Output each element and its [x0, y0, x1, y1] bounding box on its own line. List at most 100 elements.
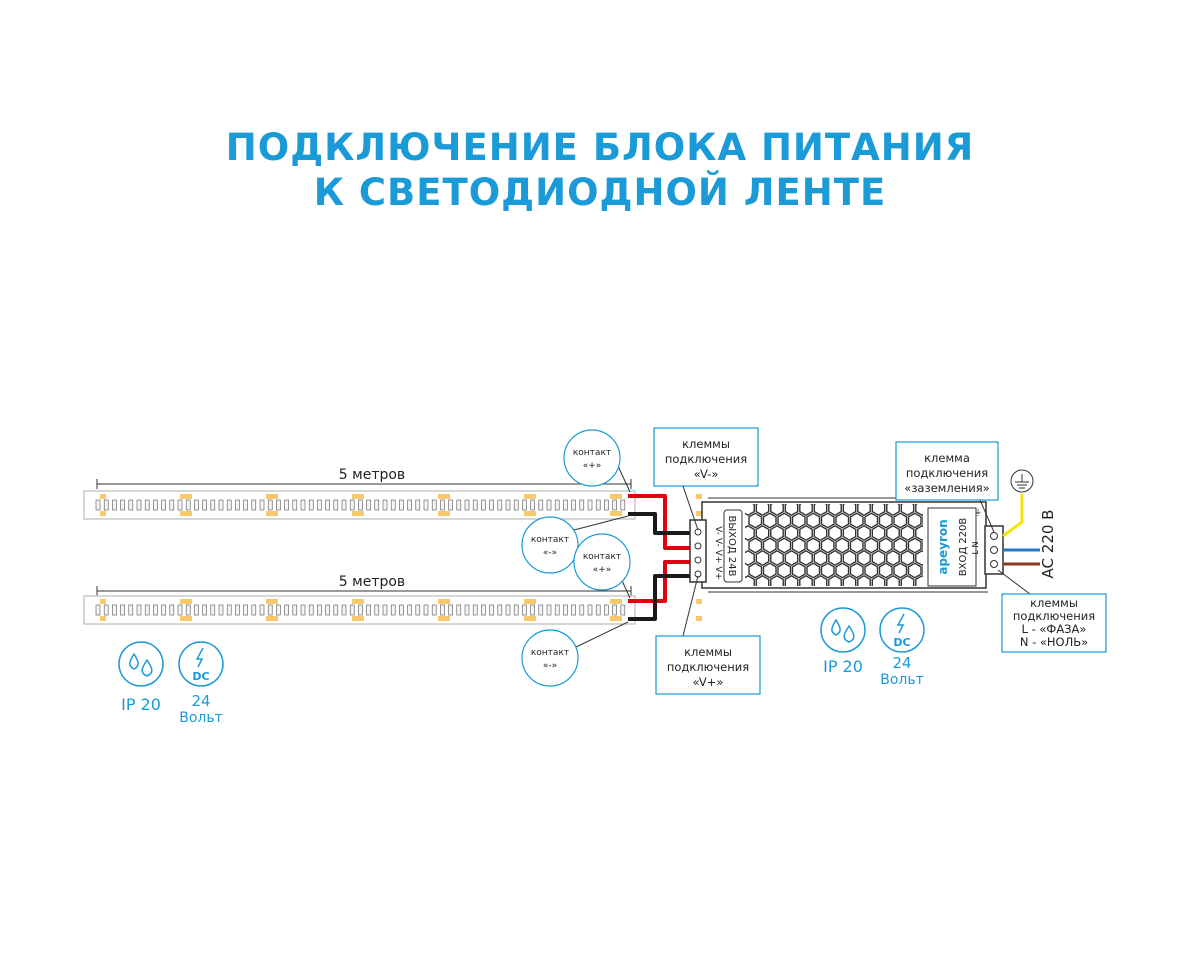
vent-cell	[813, 524, 828, 542]
vent-cell	[893, 562, 908, 579]
led-chip	[563, 604, 568, 616]
vent-cell	[842, 574, 857, 586]
vent-cell	[842, 549, 857, 567]
vent-cell	[886, 574, 900, 586]
solder-pad	[616, 494, 622, 499]
led-chip	[464, 604, 470, 616]
voltage-unit: Вольт	[179, 710, 223, 726]
solder-pad	[696, 511, 702, 516]
wire-yellow-ground	[1002, 494, 1024, 538]
solder-pad	[524, 616, 530, 621]
callout-terminals-vplus: клеммы подключения «V+»	[655, 575, 761, 695]
led-chip	[177, 604, 183, 616]
led-chip	[218, 499, 224, 511]
callout-ground-terminal: клемма подключения «заземления»	[895, 441, 999, 533]
earth-symbol-small: ⏚	[974, 508, 982, 517]
led-chip	[563, 499, 568, 511]
led-chip	[349, 499, 355, 511]
led-chip	[620, 604, 626, 616]
svg-text:«заземления»: «заземления»	[904, 481, 989, 495]
ip-rating-label: IP 20	[121, 695, 161, 714]
vent-cell	[828, 504, 842, 517]
svg-text:DC: DC	[192, 670, 209, 683]
vent-cell	[777, 512, 792, 529]
vent-cell	[762, 512, 777, 529]
solder-pad	[272, 511, 278, 516]
vent-cell	[813, 504, 828, 517]
led-chip	[177, 499, 183, 511]
vent-cell	[799, 524, 813, 542]
led-chip	[366, 604, 371, 616]
solder-pad	[358, 599, 364, 604]
solder-pad	[530, 494, 536, 499]
led-chip	[390, 604, 396, 616]
vent-cell	[878, 562, 893, 579]
led-strip-2: 5 метров	[83, 574, 702, 625]
wire-red-strip2	[628, 560, 700, 603]
led-chip	[333, 604, 339, 616]
led-chip	[103, 604, 109, 616]
led-chip	[358, 604, 363, 616]
solder-pad	[696, 494, 702, 499]
led-chip	[169, 604, 175, 616]
vent-cell	[871, 574, 886, 586]
vent-cell	[864, 512, 879, 529]
solder-pad	[272, 616, 278, 621]
led-chip	[259, 499, 265, 511]
led-chip	[440, 499, 445, 511]
led-chip	[325, 604, 330, 616]
vent-cell	[886, 549, 900, 567]
led-chip	[235, 499, 240, 511]
solder-pad	[180, 616, 186, 621]
led-chip	[587, 604, 593, 616]
led-chip	[530, 499, 535, 511]
solder-pad	[696, 616, 702, 621]
solder-pad	[444, 616, 450, 621]
solder-pad	[616, 511, 622, 516]
vent-cell	[900, 504, 915, 517]
input-label: ВХОД 220В	[958, 518, 969, 577]
vent-cell	[900, 524, 915, 542]
solder-pad	[180, 494, 186, 499]
solder-pad	[616, 616, 622, 621]
vent-cell	[784, 504, 799, 517]
led-chip	[153, 604, 158, 616]
led-chip	[358, 499, 363, 511]
solder-pad	[438, 494, 444, 499]
led-chip	[243, 604, 248, 616]
vent-cell	[842, 524, 857, 542]
vent-cell	[871, 504, 886, 517]
solder-pad	[266, 616, 272, 621]
solder-pad	[186, 599, 192, 604]
led-chip	[481, 604, 486, 616]
vent-cell	[915, 504, 923, 517]
vent-cell	[755, 549, 770, 567]
led-chip	[546, 499, 552, 511]
dc-lightning-icon: DC	[178, 641, 224, 687]
solder-pad	[610, 494, 616, 499]
solder-pad	[616, 599, 622, 604]
svg-text:N - «НОЛЬ»: N - «НОЛЬ»	[1020, 635, 1088, 649]
led-chip	[144, 499, 150, 511]
vent-cell	[791, 512, 806, 529]
vent-cell	[849, 537, 864, 554]
vent-cell	[777, 537, 792, 554]
solder-pad	[100, 616, 106, 621]
led-chip	[489, 499, 494, 511]
led-chip	[95, 604, 101, 616]
led-chip	[300, 604, 306, 616]
led-strip-1: 5 метров	[83, 467, 702, 520]
led-chip	[120, 499, 125, 511]
vent-cell	[907, 562, 922, 579]
vent-cell	[857, 574, 871, 586]
vent-cell	[900, 574, 915, 586]
led-chip	[489, 604, 494, 616]
vent-cell	[755, 504, 770, 517]
solder-pad	[610, 616, 616, 621]
vent-cell	[784, 574, 799, 586]
led-chip	[587, 499, 593, 511]
power-supply: V- V- V+ V+ ВЫХОД 24В apeyron ВХОД 220В …	[689, 497, 1004, 593]
led-chip	[136, 604, 142, 616]
vent-cell	[915, 549, 923, 567]
